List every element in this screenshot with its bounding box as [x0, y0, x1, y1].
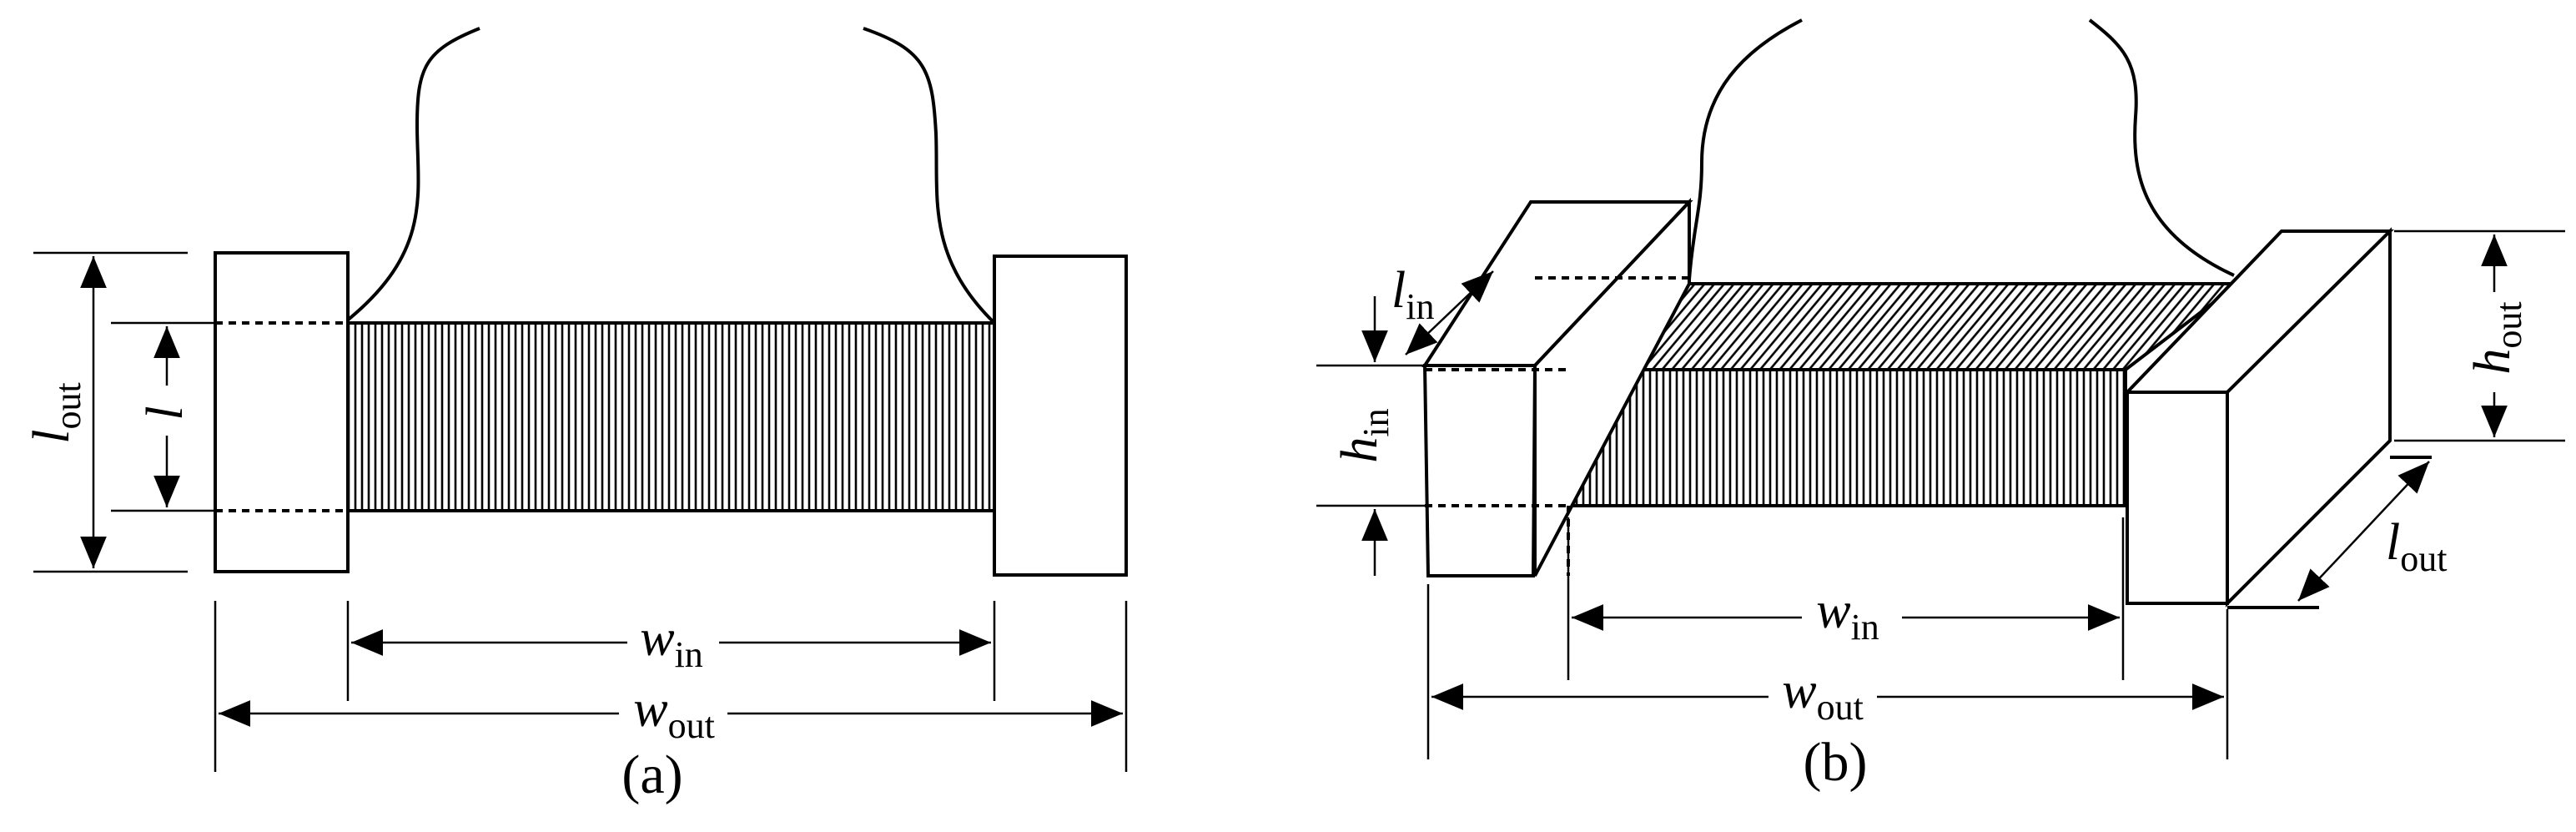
lead-wire-right — [863, 27, 994, 323]
caption-b: (b) — [1804, 732, 1868, 793]
end-block-right — [993, 255, 1128, 577]
caption-a: (a) — [621, 744, 682, 805]
label-h-out: hout — [2464, 301, 2529, 374]
end-block-right-front — [2126, 391, 2229, 605]
label-l-out: lout — [23, 382, 88, 443]
coil — [346, 321, 996, 512]
label-w-out: wout — [1782, 663, 1864, 728]
coil-front — [1567, 368, 2127, 507]
dim-arrow-l-out — [2297, 461, 2430, 602]
dim-arrow-l-in — [1405, 270, 1494, 355]
label-l: l — [137, 406, 194, 420]
label-w-out: wout — [633, 681, 715, 746]
figure-a: lout l win wout (a) — [23, 27, 1128, 805]
label-w-in: win — [640, 610, 703, 675]
label-h-in: hin — [1331, 408, 1396, 462]
lead-wire-right — [2088, 18, 2235, 277]
end-block-left-front — [1422, 364, 1537, 577]
lead-wire-left — [345, 27, 480, 323]
lead-wire-left — [1688, 18, 1803, 280]
label-l-out: lout — [2386, 514, 2447, 579]
label-l-in: lin — [1391, 262, 1434, 327]
figure-b: lin hin hout lout win wout (b) — [1316, 18, 2565, 793]
end-block-left — [214, 251, 350, 573]
label-w-in: win — [1816, 582, 1879, 648]
